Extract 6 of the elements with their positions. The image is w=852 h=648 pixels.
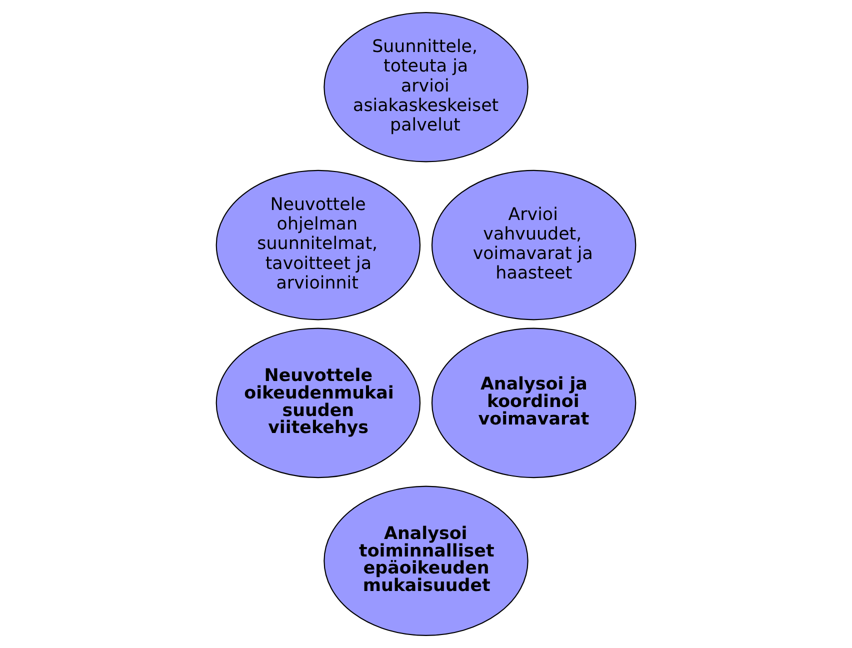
node-ellipse: Neuvottele ohjelman suunnitelmat, tavoitteet ja arvioinnit bbox=[216, 170, 421, 320]
node-ellipse: Analysoi toiminnalliset epäoikeuden mukaisuudet bbox=[324, 486, 528, 636]
node-ellipse: Arvioi vahvuudet, voimavarat ja haasteet bbox=[431, 170, 636, 320]
node-ellipse: Neuvottele oikeudenmukai suuden viitekehys bbox=[216, 328, 421, 478]
node-ellipse: Analysoi ja koordinoi voimavarat bbox=[431, 328, 636, 478]
node-ellipse: Suunnittele, toteuta ja arvioi asiakaskeskeiset palvelut bbox=[324, 12, 528, 162]
